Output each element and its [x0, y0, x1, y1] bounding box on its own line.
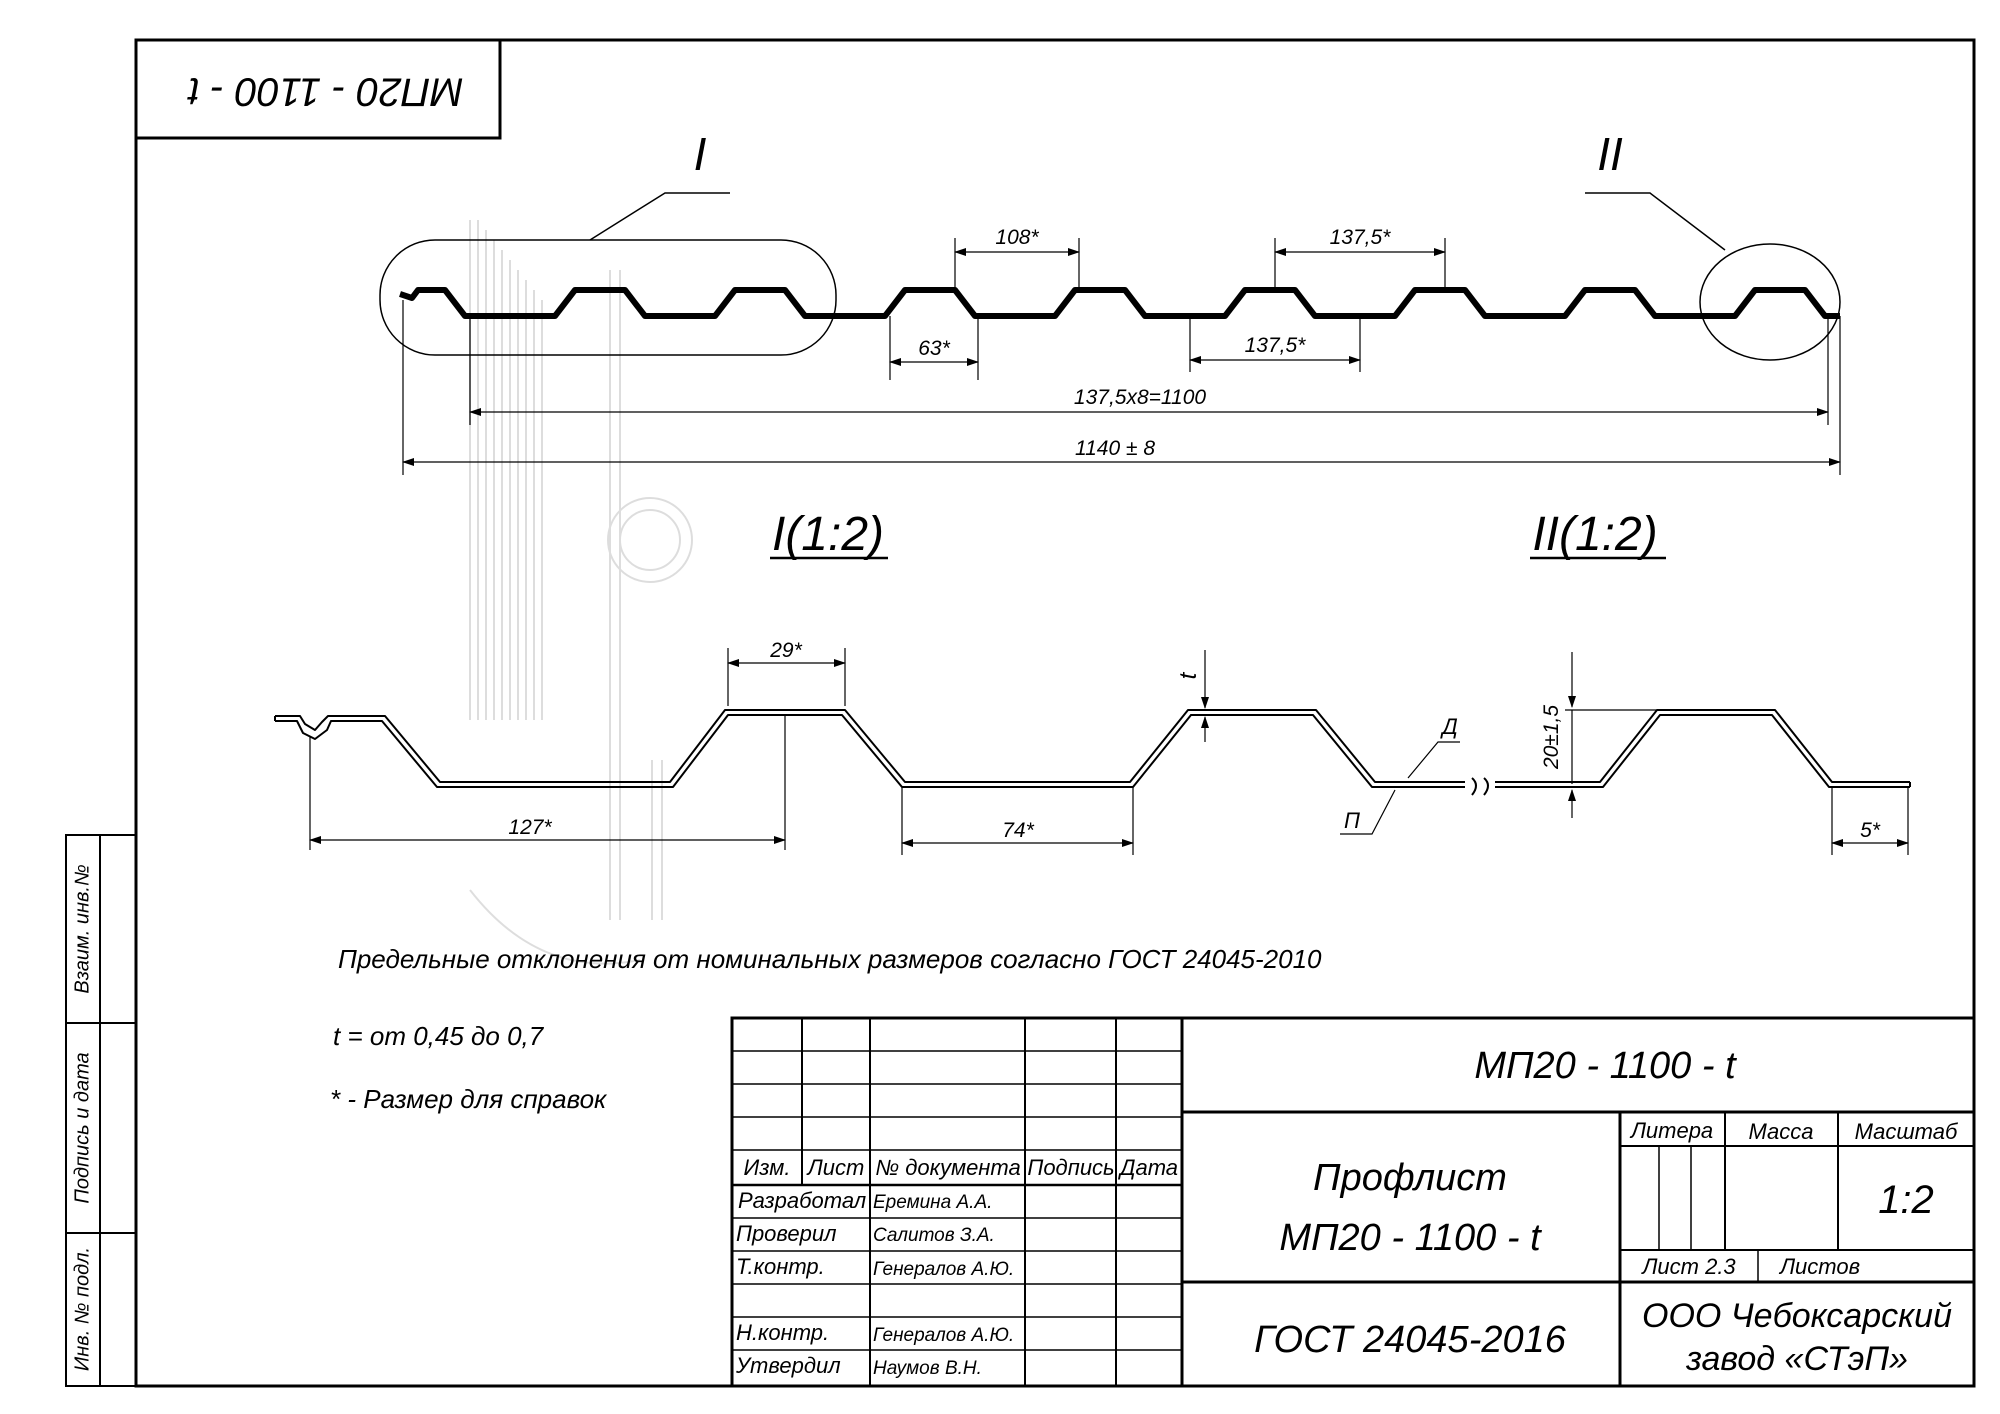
role-row: Утвердил: [735, 1353, 841, 1378]
company-line1: ООО Чебоксарский: [1642, 1297, 1952, 1335]
col-sign: Подпись: [1027, 1155, 1114, 1180]
dim-137-top: 137,5*: [1330, 226, 1392, 249]
note-thickness: t = от 0,45 до 0,7: [333, 1021, 545, 1051]
name-row: Еремина А.А.: [873, 1192, 992, 1213]
note-tolerances: Предельные отклонения от номинальных раз…: [338, 944, 1322, 974]
stamp-text: МП20 - 1100 - t: [187, 69, 464, 113]
side-label-inv: Инв. № подл.: [71, 1247, 93, 1371]
role-row: Н.контр.: [736, 1320, 829, 1345]
dim-63: 63*: [918, 337, 950, 360]
col-doc: № документа: [875, 1155, 1020, 1180]
detail-2-profile: [1495, 709, 1911, 788]
role-row: Т.контр.: [736, 1254, 825, 1279]
standard: ГОСТ 24045-2016: [1254, 1319, 1567, 1361]
header-scale: Масштаб: [1855, 1119, 1959, 1144]
detail-1-profile: [274, 709, 1465, 788]
col-izm: Изм.: [744, 1155, 791, 1180]
dim-127: 127*: [508, 816, 552, 839]
side-label-vzaim: Взаим. инв.№: [71, 864, 93, 993]
main-profile: [399, 287, 1840, 319]
col-list: Лист: [806, 1155, 865, 1180]
dim-74: 74*: [1002, 819, 1034, 842]
doc-name-line2: МП20 - 1100 - t: [1279, 1217, 1542, 1259]
name-row: Генералов А.Ю.: [873, 1259, 1014, 1280]
dim-108: 108*: [995, 226, 1039, 249]
role-row: Проверил: [736, 1221, 837, 1246]
header-liter: Литера: [1629, 1118, 1713, 1143]
doc-name-line1: Профлист: [1313, 1157, 1507, 1199]
detail-callouts: [379, 192, 1841, 361]
dim-5: 5*: [1860, 819, 1881, 842]
dim-height: 20±1,5: [1540, 705, 1563, 770]
dim-1140: 1140 ± 8: [1075, 437, 1155, 460]
note-reference: * - Размер для справок: [330, 1084, 608, 1114]
scale-value: 1:2: [1878, 1178, 1934, 1222]
side-label-podpis: Подпись и дата: [71, 1052, 93, 1203]
name-row: Салитов З.А.: [873, 1225, 995, 1246]
side-strip: [65, 834, 137, 1387]
sheets-label: Листов: [1778, 1254, 1860, 1279]
detail-1-label: I: [694, 128, 707, 180]
detail-dimensions: [309, 648, 1909, 855]
name-row: Наумов В.Н.: [873, 1358, 982, 1379]
col-date: Дата: [1117, 1155, 1178, 1180]
break-symbol: [1471, 777, 1489, 796]
detail-2-label: II: [1597, 128, 1623, 180]
detail-2-title: II(1:2): [1532, 508, 1657, 561]
company-line2: завод «СТэП»: [1685, 1340, 1908, 1378]
sheet-number: Лист 2.3: [1640, 1254, 1736, 1279]
label-d: Д: [1439, 714, 1458, 739]
title-block: [730, 1016, 1976, 1388]
watermark-logo: [469, 220, 693, 965]
main-dimensions: [402, 238, 1841, 475]
dim-29: 29*: [769, 639, 802, 662]
dim-t: t: [1175, 671, 1202, 679]
label-p: П: [1344, 808, 1360, 833]
designation: МП20 - 1100 - t: [1474, 1045, 1737, 1087]
role-row: Разработал: [738, 1188, 866, 1213]
header-mass: Масса: [1748, 1119, 1813, 1144]
dim-1100: 137,5x8=1100: [1074, 386, 1206, 409]
dim-137-lower: 137,5*: [1245, 334, 1307, 357]
name-row: Генералов А.Ю.: [873, 1325, 1014, 1346]
stamp-box: МП20 - 1100 - t: [134, 38, 502, 140]
detail-1-title: I(1:2): [772, 508, 884, 561]
